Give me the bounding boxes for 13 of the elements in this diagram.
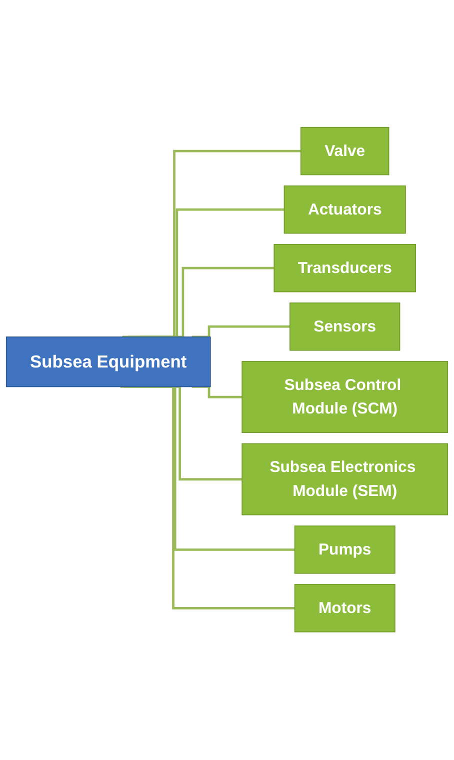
node-box: Sensors bbox=[290, 302, 400, 352]
node-box: Subsea Electronics Module (SEM) bbox=[242, 444, 448, 516]
node-box: Motors bbox=[294, 584, 396, 633]
node-box: Subsea Control Module (SCM) bbox=[242, 361, 448, 434]
connector bbox=[122, 150, 301, 338]
connector bbox=[140, 267, 274, 338]
node-box: Transducers bbox=[274, 244, 416, 293]
connector bbox=[192, 326, 290, 338]
node-box: Pumps bbox=[294, 526, 396, 574]
node-box: Actuators bbox=[284, 186, 406, 234]
node-box: Subsea Equipment bbox=[6, 336, 211, 388]
connector bbox=[128, 208, 284, 338]
node-box: Valve bbox=[300, 127, 390, 176]
